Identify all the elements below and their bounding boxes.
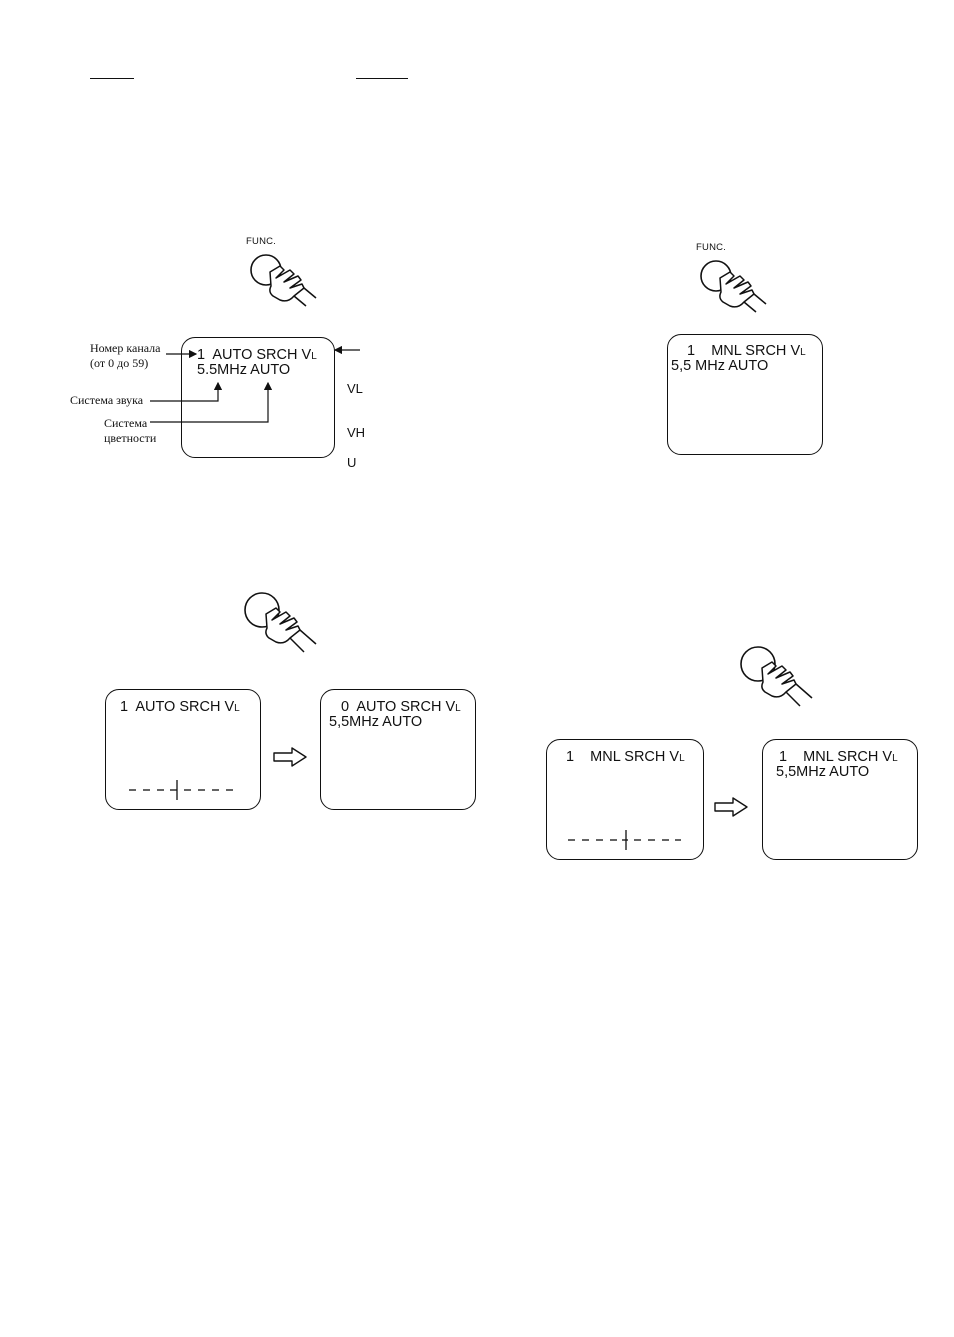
arrow-right-icon	[713, 796, 749, 818]
band-option-vh: VH	[347, 425, 365, 440]
search-progress-indicator	[125, 778, 240, 802]
osd-manual-before-line1: 1 MNL SRCH VL	[566, 749, 685, 767]
osd-band-sub: L	[800, 347, 806, 358]
search-progress-indicator	[564, 828, 684, 852]
finger-press-icon	[238, 588, 328, 668]
osd-band: V	[790, 343, 800, 359]
arrow-right-icon	[272, 746, 308, 768]
finger-press-icon	[734, 642, 824, 722]
band-option-vl: VL	[347, 381, 363, 396]
func-label-top-right: FUNC.	[696, 242, 726, 253]
osd-auto-after-line2: 5,5MHz AUTO	[329, 714, 422, 730]
finger-press-icon	[690, 254, 780, 314]
osd-auto-before-line1: 1 AUTO SRCH VL	[120, 699, 240, 717]
osd-manual-line2: 5,5 MHz AUTO	[671, 358, 768, 374]
osd-mode: MNL SRCH	[711, 343, 786, 359]
osd-channel: 1	[687, 343, 695, 359]
band-option-u: U	[347, 455, 356, 470]
osd-manual-after-line2: 5,5MHz AUTO	[776, 764, 869, 780]
